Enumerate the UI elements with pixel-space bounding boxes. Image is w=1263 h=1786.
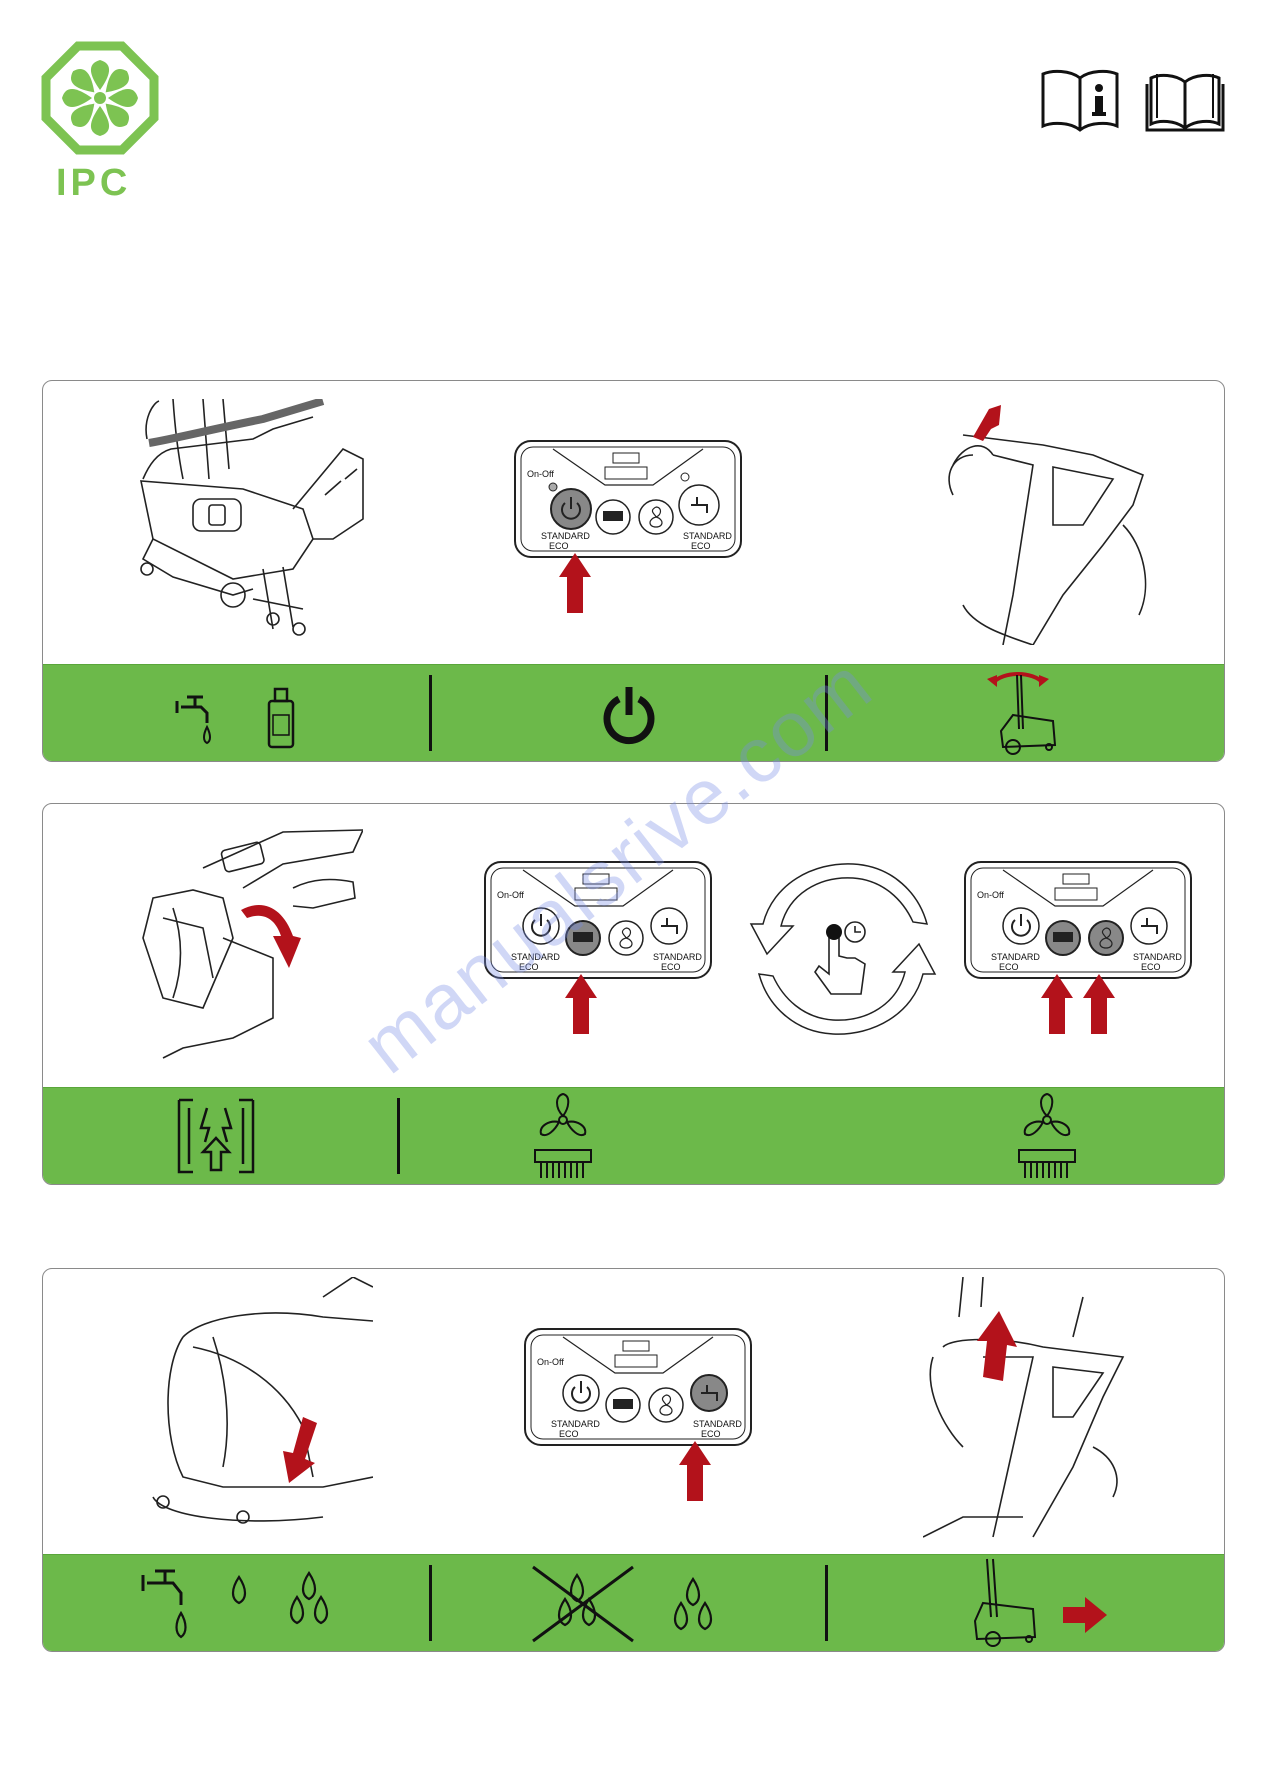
strip-separator — [429, 675, 432, 751]
standard-label-right: STANDARD — [693, 1419, 742, 1429]
on-off-label: On-Off — [537, 1357, 564, 1367]
standard-label-right: STANDARD — [1133, 952, 1182, 962]
standard-label-right: STANDARD — [653, 952, 702, 962]
symbol-strip-3 — [43, 1554, 1224, 1651]
on-off-label: On-Off — [497, 890, 524, 900]
power-icon — [603, 687, 655, 745]
standard-label-left: STANDARD — [991, 952, 1040, 962]
machine-fill-illustration — [140, 399, 364, 636]
control-panel-brush: On-Off STANDARD ECO STANDARD ECO — [484, 861, 712, 979]
standard-label-right: STANDARD — [683, 531, 732, 541]
tap-water-icon — [175, 695, 211, 745]
on-off-label: On-Off — [527, 469, 554, 479]
strip-separator — [825, 1565, 828, 1641]
water-off-icon — [532, 1565, 713, 1643]
squeegee-lower-icon — [177, 1098, 255, 1174]
brush-vacuum-icon — [534, 1092, 592, 1178]
press-arrow — [1041, 974, 1073, 1034]
brand-name: IPC — [56, 162, 132, 204]
control-panel-brush-vacuum: On-Off STANDARD ECO STANDARD ECO — [964, 861, 1192, 979]
standard-label-left: STANDARD — [511, 952, 560, 962]
eco-label-right: ECO — [691, 541, 711, 551]
brush-vacuum-icon — [1018, 1092, 1076, 1178]
eco-label-right: ECO — [1141, 962, 1161, 972]
squeegee-lower-illustration — [142, 829, 363, 1059]
handle-push-illustration — [923, 1277, 1125, 1538]
press-arrow — [679, 1441, 711, 1501]
press-hold-cycle-icon — [749, 863, 937, 1035]
manual-book-icon — [1145, 68, 1225, 137]
strip-separator — [429, 1565, 432, 1641]
brand-logo: IPC — [40, 40, 160, 204]
symbol-strip-2 — [43, 1087, 1224, 1184]
on-off-label: On-Off — [977, 890, 1004, 900]
instruction-panel-1: On-Off STANDARD ECO STANDARD ECO — [42, 380, 1225, 762]
machine-move-icon — [973, 1558, 1107, 1647]
press-arrow — [559, 553, 591, 613]
eco-label-left: ECO — [519, 962, 539, 972]
instruction-panel-2: On-Off STANDARD ECO STANDARD ECO On-Off — [42, 803, 1225, 1185]
instruction-panel-3: On-Off STANDARD ECO STANDARD ECO — [42, 1268, 1225, 1652]
control-panel-water: On-Off STANDARD ECO STANDARD ECO — [524, 1328, 752, 1446]
water-flow-icon — [141, 1569, 329, 1639]
eco-label-right: ECO — [661, 962, 681, 972]
strip-separator — [397, 1098, 400, 1174]
water-lever-illustration — [152, 1277, 373, 1524]
eco-label-left: ECO — [559, 1429, 579, 1439]
control-panel-power: On-Off STANDARD ECO STANDARD ECO — [514, 440, 742, 558]
eco-label-left: ECO — [549, 541, 569, 551]
manual-info-icon — [1040, 68, 1120, 137]
machine-tilt-icon — [987, 672, 1057, 755]
press-arrow — [565, 974, 597, 1034]
eco-label-right: ECO — [701, 1429, 721, 1439]
handle-unlock-illustration — [948, 405, 1147, 645]
symbol-strip-1 — [43, 664, 1224, 761]
eco-label-left: ECO — [999, 962, 1019, 972]
strip-separator — [825, 675, 828, 751]
standard-label-left: STANDARD — [541, 531, 590, 541]
press-arrow — [1083, 974, 1115, 1034]
logo-emblem-icon — [41, 41, 159, 155]
detergent-bottle-icon — [267, 687, 295, 749]
standard-label-left: STANDARD — [551, 1419, 600, 1429]
